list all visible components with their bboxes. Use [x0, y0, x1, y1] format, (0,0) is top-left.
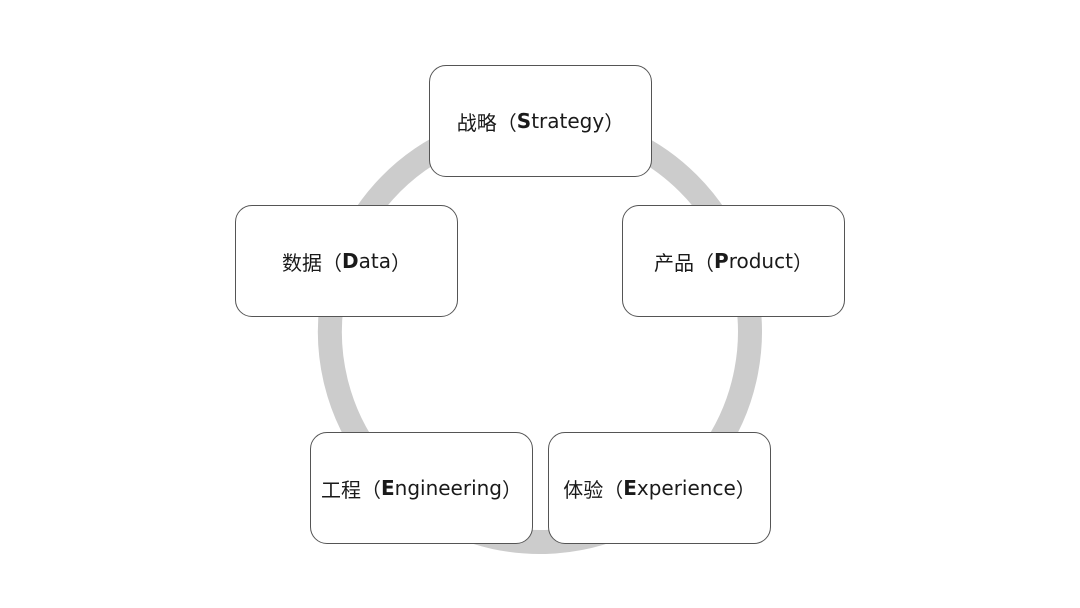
node-data-initial: D	[342, 249, 359, 273]
node-experience-open-paren: （	[603, 477, 624, 502]
node-product-initial: P	[714, 249, 729, 273]
node-data-close-paren: ）	[390, 250, 411, 275]
node-data-open-paren: （	[322, 250, 343, 275]
node-experience-close-paren: ）	[735, 477, 756, 502]
node-data-rest: ata	[358, 249, 391, 273]
node-product-zh: 产品	[654, 250, 695, 275]
node-product-close-paren: ）	[792, 250, 813, 275]
node-engineering-rest: ngineering	[394, 476, 503, 500]
node-engineering-zh: 工程	[320, 477, 361, 502]
node-strategy-rest: trategy	[531, 109, 605, 133]
node-experience-zh: 体验	[563, 477, 604, 502]
node-strategy-zh: 战略	[456, 110, 497, 135]
node-product-open-paren: （	[694, 250, 715, 275]
node-experience-initial: E	[623, 476, 637, 500]
node-engineering-open-paren: （	[360, 477, 381, 502]
node-strategy-close-paren: ）	[604, 110, 625, 135]
node-strategy-initial: S	[516, 109, 532, 133]
node-product-rest: roduct	[728, 249, 793, 273]
node-experience-rest: xperience	[636, 476, 736, 500]
node-data-zh: 数据	[282, 250, 323, 275]
node-engineering-initial: E	[380, 476, 395, 500]
node-strategy-open-paren: （	[496, 110, 517, 135]
node-engineering-close-paren: ）	[502, 477, 523, 502]
